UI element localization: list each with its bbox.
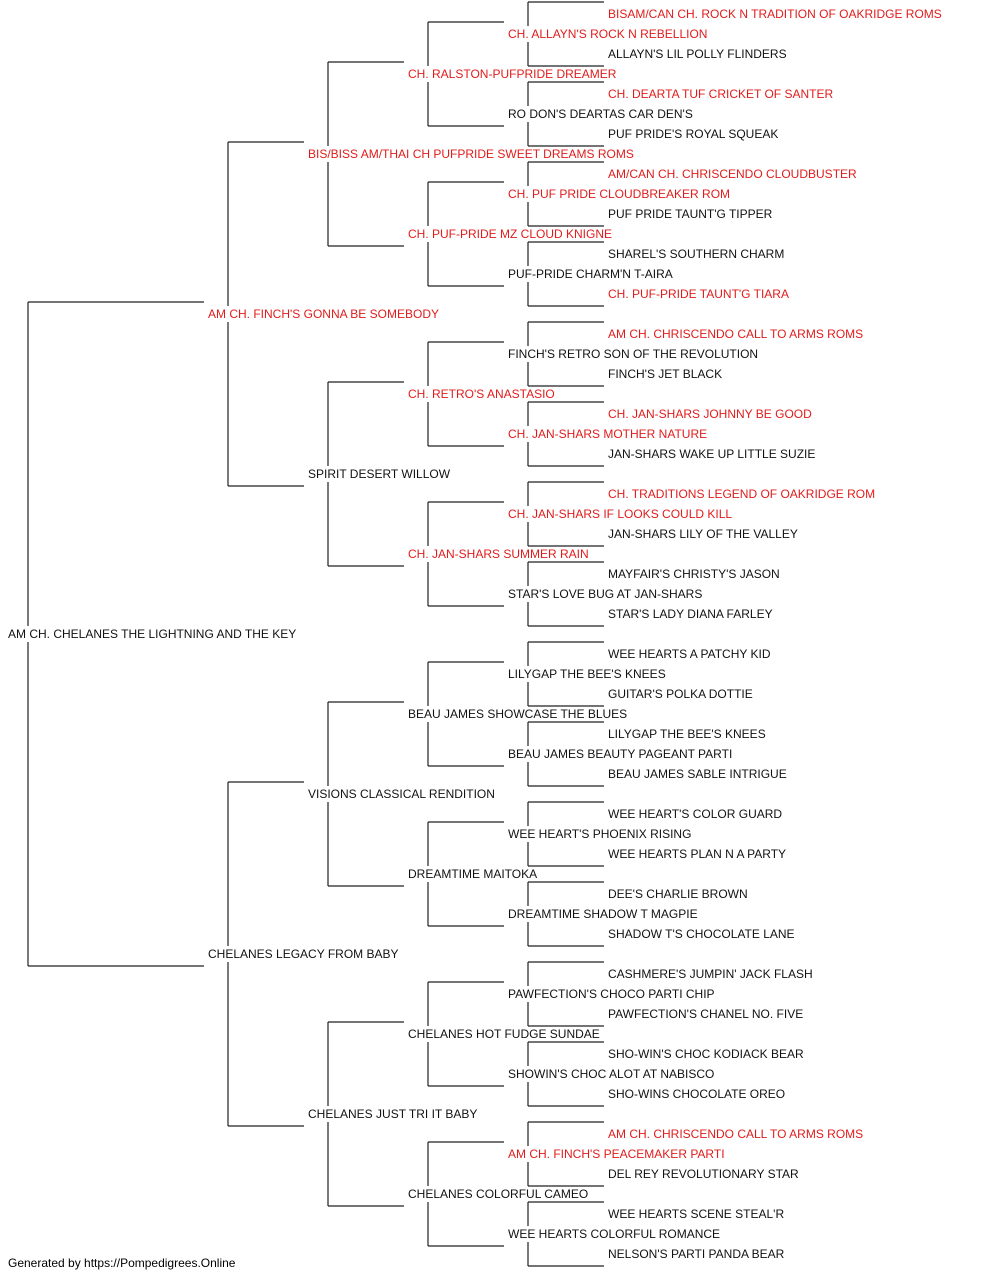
pedigree-node-gen4: CH. ALLAYN'S ROCK N REBELLION: [508, 27, 707, 41]
pedigree-node-gen2: BIS/BISS AM/THAI CH PUFPRIDE SWEET DREAM…: [308, 147, 634, 161]
pedigree-node-gen4: WEE HEARTS COLORFUL ROMANCE: [508, 1227, 720, 1241]
pedigree-node-gen5: WEE HEARTS A PATCHY KID: [608, 647, 771, 661]
pedigree-node-gen5: CH. JAN-SHARS JOHNNY BE GOOD: [608, 407, 812, 421]
pedigree-node-gen5: AM/CAN CH. CHRISCENDO CLOUDBUSTER: [608, 167, 857, 181]
pedigree-node-gen5: WEE HEART'S COLOR GUARD: [608, 807, 782, 821]
pedigree-node-gen3: CH. PUF-PRIDE MZ CLOUD KNIGNE: [408, 227, 612, 241]
pedigree-node-gen5: CASHMERE'S JUMPIN' JACK FLASH: [608, 967, 813, 981]
pedigree-node-gen1: AM CH. FINCH'S GONNA BE SOMEBODY: [208, 307, 439, 321]
pedigree-node-gen5: FINCH'S JET BLACK: [608, 367, 722, 381]
pedigree-node-gen5: LILYGAP THE BEE'S KNEES: [608, 727, 766, 741]
pedigree-node-gen5: PUF PRIDE'S ROYAL SQUEAK: [608, 127, 778, 141]
pedigree-node-gen4: CH. PUF PRIDE CLOUDBREAKER ROM: [508, 187, 730, 201]
pedigree-node-gen4: LILYGAP THE BEE'S KNEES: [508, 667, 666, 681]
pedigree-node-gen4: CH. JAN-SHARS IF LOOKS COULD KILL: [508, 507, 732, 521]
pedigree-node-gen0: AM CH. CHELANES THE LIGHTNING AND THE KE…: [8, 627, 296, 641]
pedigree-node-gen5: JAN-SHARS WAKE UP LITTLE SUZIE: [608, 447, 815, 461]
pedigree-node-gen4: RO DON'S DEARTAS CAR DEN'S: [508, 107, 693, 121]
generated-by-footer: Generated by https://Pompedigrees.Online: [8, 1256, 236, 1270]
pedigree-node-gen5: CH. DEARTA TUF CRICKET OF SANTER: [608, 87, 833, 101]
pedigree-node-gen5: CH. PUF-PRIDE TAUNT'G TIARA: [608, 287, 789, 301]
pedigree-node-gen5: BEAU JAMES SABLE INTRIGUE: [608, 767, 787, 781]
pedigree-node-gen3: CH. RETRO'S ANASTASIO: [408, 387, 555, 401]
pedigree-node-gen4: SHOWIN'S CHOC ALOT AT NABISCO: [508, 1067, 714, 1081]
pedigree-node-gen5: STAR'S LADY DIANA FARLEY: [608, 607, 773, 621]
pedigree-node-gen5: WEE HEARTS PLAN N A PARTY: [608, 847, 786, 861]
pedigree-node-gen3: CH. JAN-SHARS SUMMER RAIN: [408, 547, 589, 561]
pedigree-node-gen4: DREAMTIME SHADOW T MAGPIE: [508, 907, 698, 921]
pedigree-node-gen5: CH. TRADITIONS LEGEND OF OAKRIDGE ROM: [608, 487, 875, 501]
pedigree-node-gen3: CHELANES HOT FUDGE SUNDAE: [408, 1027, 600, 1041]
pedigree-node-gen1: CHELANES LEGACY FROM BABY: [208, 947, 399, 961]
pedigree-node-gen5: ALLAYN'S LIL POLLY FLINDERS: [608, 47, 787, 61]
pedigree-node-gen5: PAWFECTION'S CHANEL NO. FIVE: [608, 1007, 803, 1021]
pedigree-node-gen3: CH. RALSTON-PUFPRIDE DREAMER: [408, 67, 617, 81]
pedigree-node-gen5: NELSON'S PARTI PANDA BEAR: [608, 1247, 785, 1261]
pedigree-node-gen5: DEL REY REVOLUTIONARY STAR: [608, 1167, 799, 1181]
pedigree-node-gen4: CH. JAN-SHARS MOTHER NATURE: [508, 427, 707, 441]
pedigree-node-gen5: DEE'S CHARLIE BROWN: [608, 887, 748, 901]
pedigree-node-gen5: BISAM/CAN CH. ROCK N TRADITION OF OAKRID…: [608, 7, 942, 21]
pedigree-node-gen4: FINCH'S RETRO SON OF THE REVOLUTION: [508, 347, 758, 361]
pedigree-node-gen5: SHAREL'S SOUTHERN CHARM: [608, 247, 784, 261]
pedigree-node-gen4: PAWFECTION'S CHOCO PARTI CHIP: [508, 987, 715, 1001]
pedigree-node-gen3: CHELANES COLORFUL CAMEO: [408, 1187, 588, 1201]
pedigree-node-gen2: VISIONS CLASSICAL RENDITION: [308, 787, 495, 801]
pedigree-node-gen4: BEAU JAMES BEAUTY PAGEANT PARTI: [508, 747, 732, 761]
pedigree-node-gen5: SHO-WIN'S CHOC KODIACK BEAR: [608, 1047, 804, 1061]
pedigree-node-gen5: AM CH. CHRISCENDO CALL TO ARMS ROMS: [608, 1127, 863, 1141]
pedigree-node-gen5: SHADOW T'S CHOCOLATE LANE: [608, 927, 795, 941]
pedigree-node-gen5: GUITAR'S POLKA DOTTIE: [608, 687, 753, 701]
pedigree-node-gen5: WEE HEARTS SCENE STEAL'R: [608, 1207, 784, 1221]
pedigree-node-gen5: MAYFAIR'S CHRISTY'S JASON: [608, 567, 780, 581]
pedigree-node-gen4: PUF-PRIDE CHARM'N T-AIRA: [508, 267, 673, 281]
pedigree-node-gen4: AM CH. FINCH'S PEACEMAKER PARTI: [508, 1147, 725, 1161]
pedigree-node-gen2: CHELANES JUST TRI IT BABY: [308, 1107, 477, 1121]
pedigree-node-gen4: STAR'S LOVE BUG AT JAN-SHARS: [508, 587, 702, 601]
pedigree-node-gen5: SHO-WINS CHOCOLATE OREO: [608, 1087, 785, 1101]
pedigree-node-gen5: AM CH. CHRISCENDO CALL TO ARMS ROMS: [608, 327, 863, 341]
pedigree-node-gen5: JAN-SHARS LILY OF THE VALLEY: [608, 527, 798, 541]
pedigree-node-gen2: SPIRIT DESERT WILLOW: [308, 467, 451, 481]
pedigree-node-gen4: WEE HEART'S PHOENIX RISING: [508, 827, 691, 841]
pedigree-node-gen3: BEAU JAMES SHOWCASE THE BLUES: [408, 707, 627, 721]
pedigree-node-gen5: PUF PRIDE TAUNT'G TIPPER: [608, 207, 773, 221]
pedigree-node-gen3: DREAMTIME MAITOKA: [408, 867, 537, 881]
